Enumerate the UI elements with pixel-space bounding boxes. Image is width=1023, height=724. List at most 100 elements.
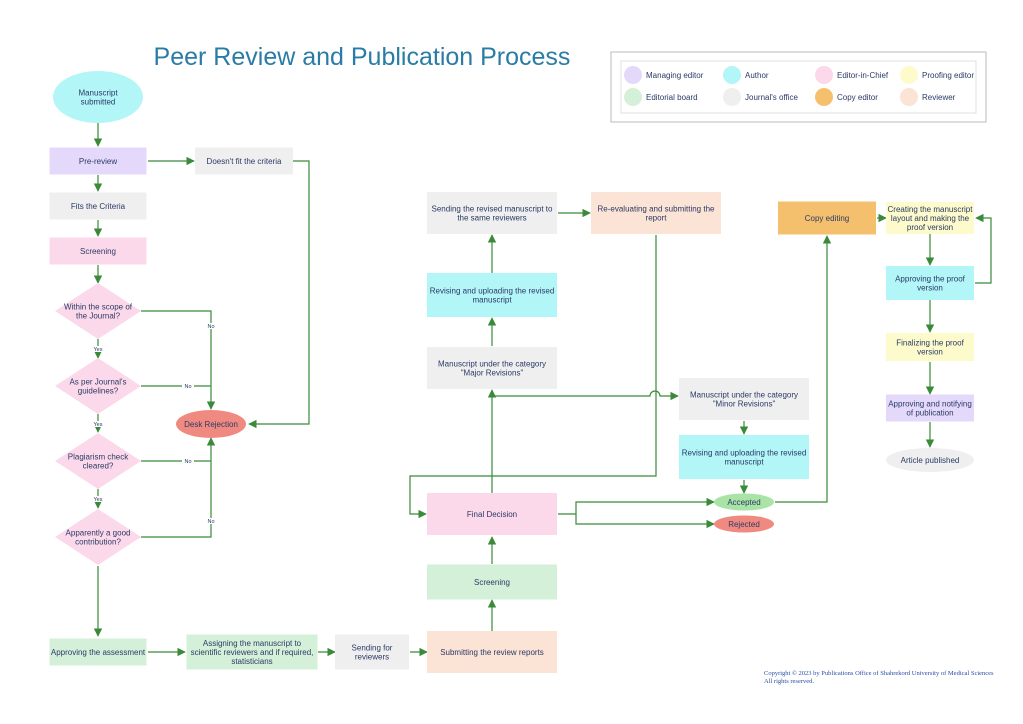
node-shape bbox=[195, 147, 293, 175]
node-label: Pre-review bbox=[79, 157, 117, 166]
edge-final-accepted bbox=[558, 497, 715, 515]
node-label: Manuscript under the category bbox=[438, 360, 546, 369]
node-label: of publication bbox=[906, 409, 953, 418]
node-shape bbox=[55, 509, 141, 565]
node-label: Approving the assessment bbox=[51, 648, 146, 657]
node-shape bbox=[679, 378, 809, 420]
node-label: Apparently a good bbox=[66, 529, 131, 538]
node-shape bbox=[714, 493, 774, 511]
node-label: Revising and uploading the revised bbox=[682, 449, 807, 458]
node-shape bbox=[427, 273, 557, 317]
node-label: As per Journal's bbox=[69, 378, 126, 387]
node-label: Sending for bbox=[352, 644, 393, 653]
node-accepted: Accepted bbox=[714, 493, 774, 511]
legend-item: Managing editor bbox=[624, 66, 704, 84]
node-screening-1: Screening bbox=[49, 237, 147, 265]
node-label: contribution? bbox=[75, 538, 121, 547]
node-shape bbox=[886, 202, 974, 234]
node-shape bbox=[49, 192, 147, 220]
node-label: submitted bbox=[81, 98, 116, 107]
node-label: reviewers bbox=[355, 653, 389, 662]
node-label: guidelines? bbox=[78, 387, 119, 396]
copyright-line-1: Copyright © 2023 by Publications Office … bbox=[764, 670, 994, 677]
node-shape bbox=[591, 192, 721, 234]
node-label: Revising and uploading the revised bbox=[430, 287, 555, 296]
node-label: "Major Revisions" bbox=[461, 369, 524, 378]
node-label: Sending the revised manuscript to bbox=[432, 205, 554, 214]
legend-item: Author bbox=[723, 66, 769, 84]
node-article-published: Article published bbox=[886, 448, 974, 472]
node-label: Manuscript under the category bbox=[690, 391, 798, 400]
no-label: No bbox=[184, 384, 191, 390]
node-label: Doesn't fit the criteria bbox=[207, 157, 282, 166]
node-shape bbox=[49, 147, 147, 175]
node-shape bbox=[335, 634, 409, 670]
node-label: Fits the Criteria bbox=[71, 202, 126, 211]
node-label: Within the scope of bbox=[64, 303, 133, 312]
legend-item: Editor-in-Chief bbox=[815, 66, 889, 84]
no-label: No bbox=[207, 324, 214, 330]
node-label: manuscript bbox=[472, 296, 512, 305]
legend-item: Editorial board bbox=[624, 88, 698, 106]
node-shape bbox=[886, 266, 974, 300]
legend-label: Reviewer bbox=[922, 93, 956, 102]
node-desk-rejection: Desk Rejection bbox=[176, 410, 246, 438]
node-label: the same reviewers bbox=[457, 214, 526, 223]
edge-reevaluating-final bbox=[409, 235, 657, 519]
node-shape bbox=[186, 634, 318, 670]
node-label: version bbox=[917, 348, 943, 357]
legend-swatch bbox=[723, 88, 741, 106]
node-revising-minor: Revising and uploading the revisedmanusc… bbox=[679, 435, 809, 479]
legend-label: Managing editor bbox=[646, 71, 704, 80]
node-shape bbox=[886, 394, 974, 422]
node-rejected: Rejected bbox=[714, 515, 774, 533]
node-screening-2: Screening bbox=[427, 564, 557, 600]
edge-labels: Yes Yes Yes No No No No bbox=[92, 323, 217, 525]
node-revising-major: Revising and uploading the revisedmanusc… bbox=[427, 273, 557, 317]
node-label: Re-evaluating and submitting the bbox=[598, 205, 716, 214]
legend-frame bbox=[610, 51, 987, 123]
node-label: Approving and notifying bbox=[888, 400, 972, 409]
no-label: No bbox=[184, 459, 191, 465]
node-copy-editing: Copy editing bbox=[778, 201, 876, 235]
node-label: "Minor Revisions" bbox=[713, 400, 776, 409]
legend-swatch bbox=[900, 88, 918, 106]
legend-label: Editorial board bbox=[646, 93, 698, 102]
edge-doesntfit-desk bbox=[248, 160, 310, 429]
yes-label: Yes bbox=[94, 347, 103, 353]
node-shape bbox=[55, 433, 141, 489]
node-submitting-reports: Submitting the review reports bbox=[427, 631, 557, 673]
node-shape bbox=[49, 237, 147, 265]
yes-label: Yes bbox=[94, 497, 103, 503]
node-label: cleared? bbox=[83, 462, 114, 471]
node-minor-revisions: Manuscript under the category"Minor Revi… bbox=[679, 378, 809, 420]
node-label: manuscript bbox=[724, 458, 764, 467]
legend-label: Journal's office bbox=[745, 93, 799, 102]
node-shape bbox=[427, 564, 557, 600]
node-label: statisticians bbox=[231, 657, 272, 666]
node-label: Accepted bbox=[727, 498, 760, 507]
copyright-line-2: All rights reserved. bbox=[764, 678, 814, 685]
node-shape bbox=[778, 201, 876, 235]
node-shape bbox=[679, 435, 809, 479]
legend-swatch bbox=[900, 66, 918, 84]
node-pre-review: Pre-review bbox=[49, 147, 147, 175]
node-shape bbox=[427, 347, 557, 389]
edge-approving-layout bbox=[975, 213, 992, 284]
node-shape bbox=[49, 638, 147, 666]
node-label: the Journal? bbox=[76, 312, 121, 321]
